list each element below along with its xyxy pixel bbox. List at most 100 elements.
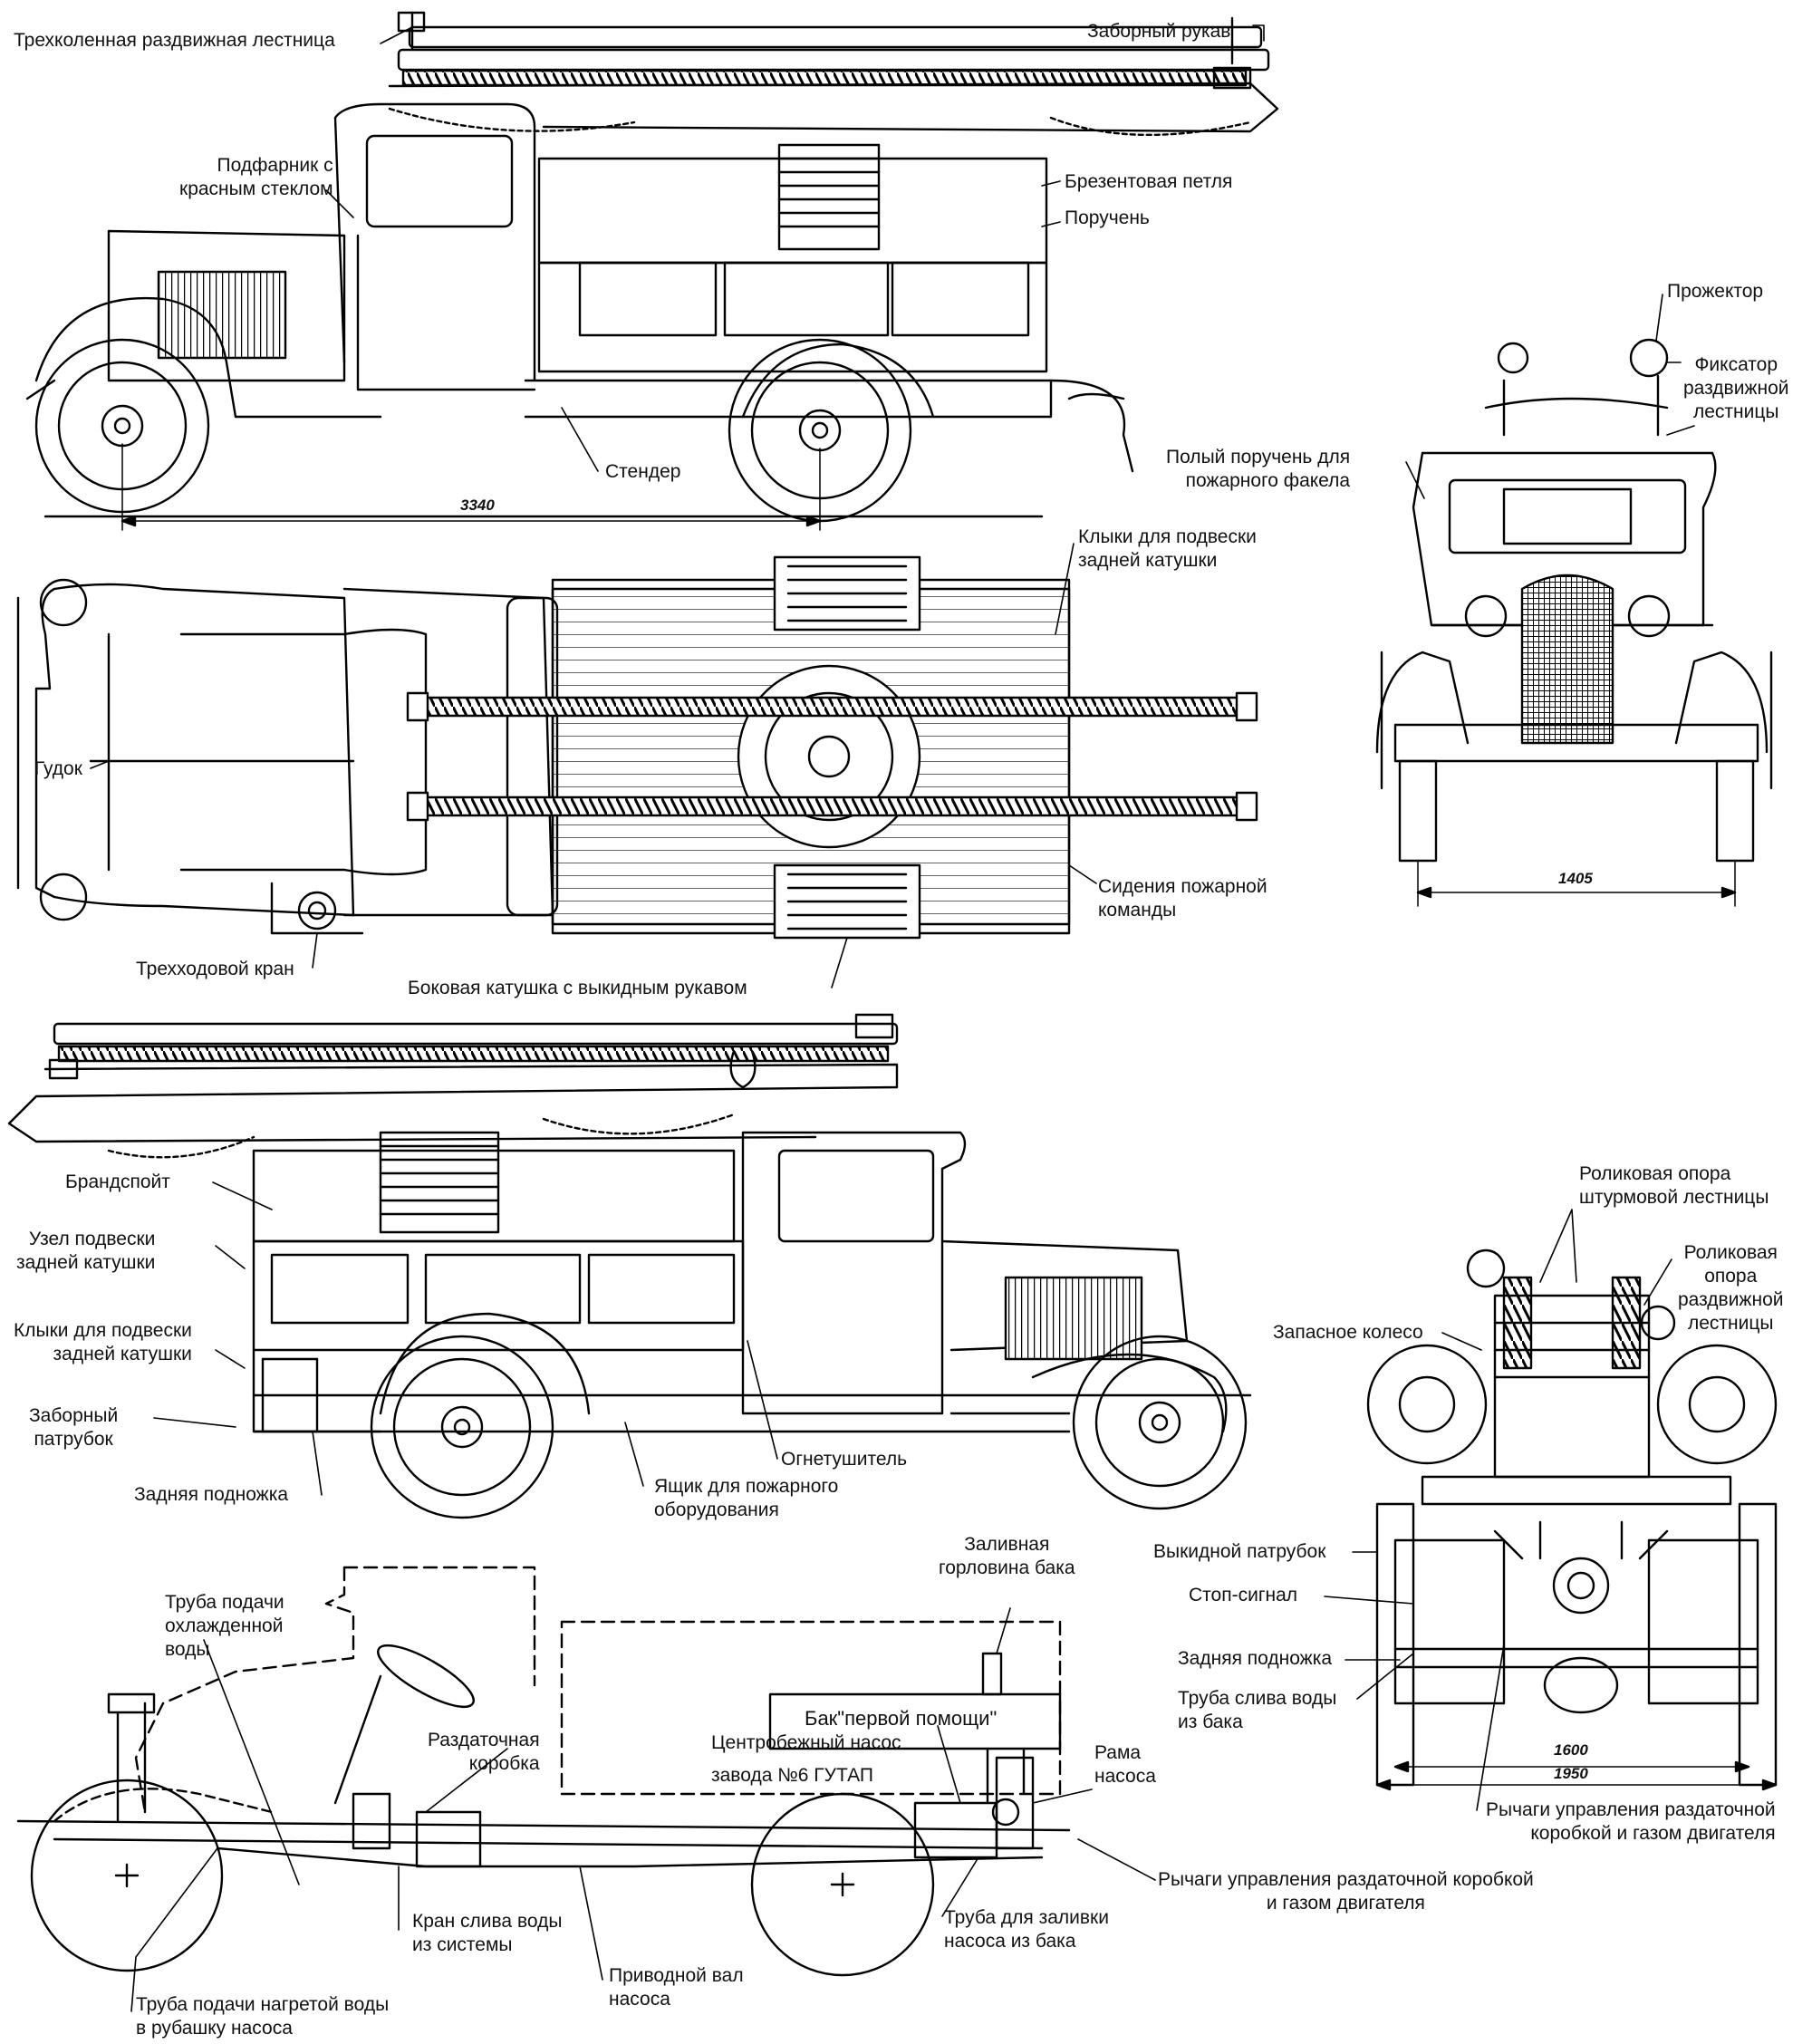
label-pto-levers-rear-line2: коробкой и газом двигателя bbox=[1530, 1823, 1776, 1844]
dim-inner: 1600 bbox=[1554, 1741, 1588, 1759]
label-cold-water-pipe: Труба подачи охлажденной воды bbox=[165, 1591, 284, 1662]
label-rear-reel-hooks-top-line2: задней катушки bbox=[1078, 550, 1218, 571]
label-torch-handrail-line1: Полый поручень для bbox=[1166, 447, 1351, 468]
rear-view bbox=[1324, 1209, 1778, 1811]
label-filler-neck-line1: Заливная bbox=[964, 1534, 1050, 1555]
label-hot-water-pipe: Труба подачи нагретой воды в рубашку нас… bbox=[136, 1993, 389, 2040]
label-pump-frame-line1: Рама bbox=[1094, 1742, 1142, 1763]
label-transfer-box: Раздаточная коробка bbox=[428, 1729, 540, 1776]
dim-track: 1405 bbox=[1558, 870, 1593, 887]
label-stand: Стендер bbox=[605, 461, 681, 482]
label-centrifugal-pump-line1: Центробежный насос bbox=[711, 1732, 901, 1753]
label-tank-drain-line1: Труба слива воды bbox=[1178, 1688, 1337, 1709]
label-torch-handrail: Полый поручень для пожарного факела bbox=[1166, 446, 1350, 493]
label-intake-hose: Заборный рукав bbox=[1087, 21, 1231, 42]
label-rear-reel-hooks-top-line1: Клыки для подвески bbox=[1078, 526, 1257, 547]
label-transfer-box-line1: Раздаточная bbox=[428, 1730, 540, 1750]
dim-wheelbase: 3340 bbox=[460, 497, 495, 514]
label-crew-seats-line1: Сидения пожарной bbox=[1098, 876, 1267, 897]
label-horn: Гудок bbox=[34, 758, 82, 779]
label-pto-levers-rear: Рычаги управления раздаточной коробкой и… bbox=[1486, 1798, 1776, 1846]
label-centrifugal-pump-line2: завода №6 ГУТАП bbox=[711, 1765, 873, 1786]
label-searchlight: Прожектор bbox=[1667, 281, 1764, 302]
label-side-lamp: Подфарник с красным стеклом bbox=[179, 154, 333, 201]
label-filler-neck-line2: горловина бака bbox=[939, 1557, 1075, 1578]
label-drive-shaft-line1: Приводной вал bbox=[609, 1965, 744, 1986]
label-tank-drain-line2: из бака bbox=[1178, 1711, 1243, 1732]
label-pump-frame: Рама насоса bbox=[1094, 1741, 1156, 1788]
label-system-drain: Кран слива воды из системы bbox=[412, 1910, 562, 1957]
label-tank-drain: Труба слива воды из бака bbox=[1178, 1687, 1336, 1734]
label-rear-reel-hooks-side: Клыки для подвески задней катушки bbox=[14, 1319, 192, 1366]
label-pto-levers-chassis-line1: Рычаги управления раздаточной коробкой bbox=[1158, 1869, 1534, 1890]
label-side-reel: Боковая катушка с выкидным рукавом bbox=[408, 978, 747, 998]
label-equipment-box-line1: Ящик для пожарного bbox=[654, 1476, 839, 1497]
label-extension-ladder-roller-line3: раздвижной bbox=[1678, 1289, 1784, 1310]
label-rear-reel-hooks-top: Клыки для подвески задней катушки bbox=[1078, 525, 1257, 573]
label-torch-handrail-line2: пожарного факела bbox=[1185, 470, 1351, 491]
label-pto-levers-chassis-line2: и газом двигателя bbox=[1266, 1893, 1425, 1914]
label-centrifugal-pump: . Центробежный насос завода №6 ГУТАП bbox=[711, 1694, 901, 1792]
label-crew-seats-line2: команды bbox=[1098, 900, 1177, 921]
label-pump-fill-pipe: Труба для заливки насоса из бака bbox=[944, 1906, 1109, 1953]
label-ladder-lock: Фиксатор раздвижной лестницы bbox=[1683, 353, 1788, 424]
label-extension-ladder-roller-line4: лестницы bbox=[1687, 1313, 1774, 1334]
tank-label: Бак"первой помощи" bbox=[805, 1707, 998, 1730]
label-cold-water-pipe-line1: Труба подачи bbox=[165, 1592, 284, 1613]
label-rear-reel-mount-line2: задней катушки bbox=[16, 1252, 156, 1273]
label-assault-ladder-roller-line2: штурмовой лестницы bbox=[1579, 1187, 1769, 1208]
label-equipment-box: Ящик для пожарного оборудования bbox=[654, 1475, 838, 1522]
label-extension-ladder-roller: Роликовая опора раздвижной лестницы bbox=[1678, 1241, 1783, 1335]
label-handrail: Поручень bbox=[1065, 207, 1150, 228]
label-cold-water-pipe-line3: воды bbox=[165, 1639, 210, 1660]
label-equipment-box-line2: оборудования bbox=[654, 1499, 779, 1520]
label-rear-reel-hooks-side-line2: задней катушки bbox=[53, 1344, 192, 1364]
label-cold-water-pipe-line2: охлажденной bbox=[165, 1615, 284, 1636]
label-intake-pipe-line2: патрубок bbox=[34, 1429, 113, 1450]
label-hot-water-pipe-line2: в рубашку насоса bbox=[136, 2018, 293, 2039]
label-pto-levers-chassis: Рычаги управления раздаточной коробкой и… bbox=[1158, 1868, 1534, 1915]
label-pump-fill-pipe-line2: насоса из бака bbox=[944, 1931, 1076, 1952]
label-system-drain-line1: Кран слива воды bbox=[412, 1911, 563, 1932]
label-rear-step-side: Задняя подножка bbox=[134, 1484, 289, 1505]
label-filler-neck: Заливная горловина бака bbox=[939, 1533, 1075, 1580]
label-stop-signal: Стоп-сигнал bbox=[1189, 1585, 1298, 1605]
label-side-lamp-line2: красным стеклом bbox=[179, 178, 333, 199]
label-intake-pipe: Заборный патрубок bbox=[29, 1404, 118, 1451]
label-assault-ladder-roller-line1: Роликовая опора bbox=[1579, 1163, 1731, 1184]
label-spare-wheel: Запасное колесо bbox=[1273, 1322, 1423, 1343]
label-canvas-loop: Брезентовая петля bbox=[1065, 171, 1233, 192]
label-intake-pipe-line1: Заборный bbox=[29, 1405, 119, 1426]
label-ladder-lock-line3: лестницы bbox=[1692, 401, 1779, 422]
label-crew-seats: Сидения пожарной команды bbox=[1098, 875, 1267, 922]
front-view bbox=[1375, 294, 1773, 907]
side-view-right bbox=[25, 11, 1279, 531]
label-ladder-lock-line1: Фиксатор bbox=[1694, 354, 1778, 375]
side-view-left bbox=[7, 1013, 1252, 1519]
label-three-way-valve: Трехходовой кран bbox=[136, 959, 294, 979]
label-drive-shaft-line2: насоса bbox=[609, 1989, 670, 2010]
label-side-lamp-line1: Подфарник с bbox=[217, 155, 333, 176]
chassis-view bbox=[16, 1566, 1156, 2012]
label-drive-shaft: Приводной вал насоса bbox=[609, 1964, 744, 2011]
label-hot-water-pipe-line1: Труба подачи нагретой воды bbox=[136, 1994, 390, 2015]
label-ladder-lock-line2: раздвижной bbox=[1683, 378, 1789, 399]
label-extension-ladder-roller-line1: Роликовая bbox=[1683, 1242, 1778, 1263]
label-pto-levers-rear-line1: Рычаги управления раздаточной bbox=[1486, 1799, 1776, 1820]
label-pump-fill-pipe-line1: Труба для заливки bbox=[944, 1907, 1109, 1928]
label-pump-frame-line2: насоса bbox=[1094, 1766, 1156, 1787]
label-nozzle: Брандспойт bbox=[65, 1171, 170, 1192]
label-ladder: Трехколенная раздвижная лестница bbox=[14, 30, 335, 51]
dim-outer: 1950 bbox=[1554, 1765, 1588, 1782]
label-discharge-pipe: Выкидной патрубок bbox=[1153, 1541, 1326, 1562]
label-extinguisher: Огнетушитель bbox=[781, 1449, 908, 1470]
label-rear-reel-mount-line1: Узел подвески bbox=[28, 1229, 156, 1249]
top-view bbox=[16, 543, 1258, 988]
label-system-drain-line2: из системы bbox=[412, 1934, 513, 1955]
label-assault-ladder-roller: Роликовая опора штурмовой лестницы bbox=[1579, 1162, 1769, 1210]
label-rear-reel-hooks-side-line1: Клыки для подвески bbox=[14, 1320, 192, 1341]
label-rear-reel-mount: Узел подвески задней катушки bbox=[16, 1228, 155, 1275]
label-transfer-box-line2: коробка bbox=[468, 1753, 540, 1774]
